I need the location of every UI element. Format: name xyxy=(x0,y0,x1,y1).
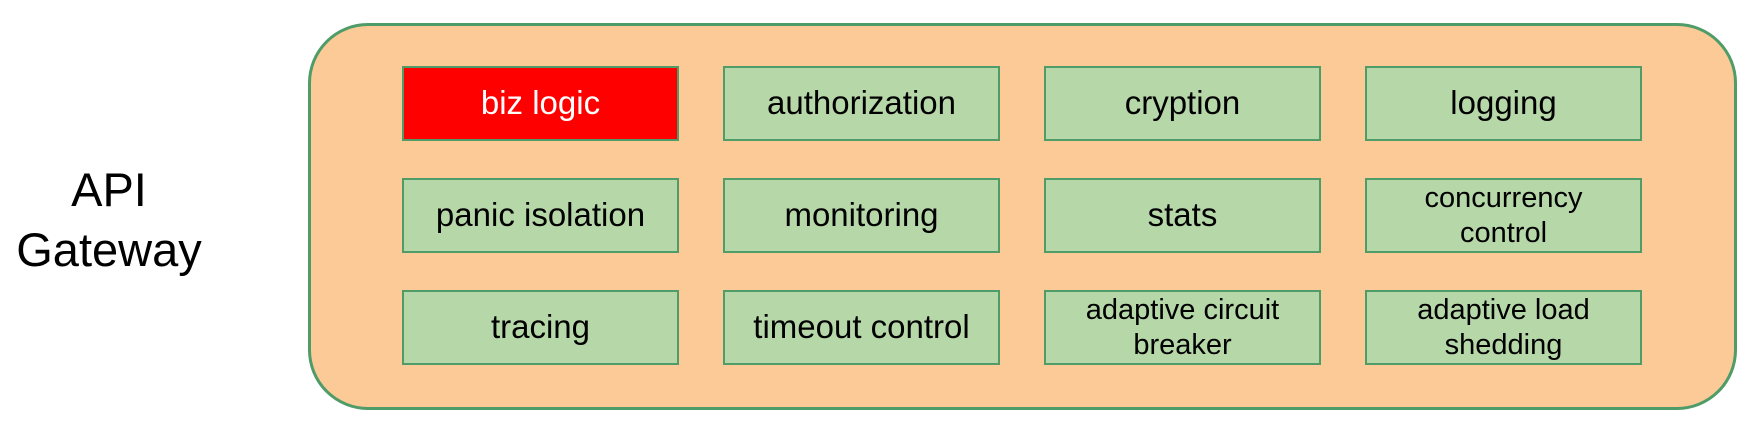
feature-box-logging: logging xyxy=(1365,66,1642,141)
api-gateway-container: biz logic authorization cryption logging… xyxy=(308,23,1737,410)
api-gateway-label: API Gateway xyxy=(16,163,202,276)
feature-box-authorization: authorization xyxy=(723,66,1000,141)
feature-grid: biz logic authorization cryption logging… xyxy=(402,66,1642,365)
feature-box-monitoring: monitoring xyxy=(723,178,1000,253)
feature-box-timeout-control: timeout control xyxy=(723,290,1000,365)
feature-box-tracing: tracing xyxy=(402,290,679,365)
feature-box-biz-logic: biz logic xyxy=(402,66,679,141)
feature-box-concurrency-control: concurrency control xyxy=(1365,178,1642,253)
feature-box-panic-isolation: panic isolation xyxy=(402,178,679,253)
feature-box-stats: stats xyxy=(1044,178,1321,253)
feature-box-adaptive-load-shedding: adaptive load shedding xyxy=(1365,290,1642,365)
feature-box-adaptive-circuit-breaker: adaptive circuit breaker xyxy=(1044,290,1321,365)
feature-box-cryption: cryption xyxy=(1044,66,1321,141)
